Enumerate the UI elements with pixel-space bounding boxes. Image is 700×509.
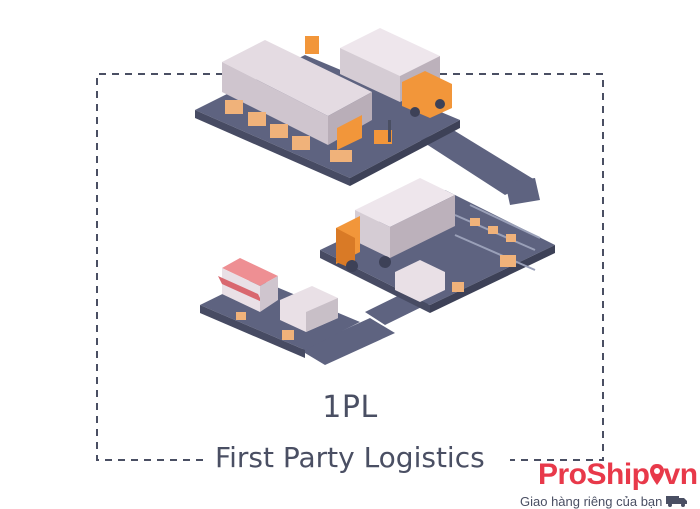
pallet-boxes — [225, 100, 352, 162]
truck-icon — [340, 28, 452, 118]
truck-icon — [336, 178, 455, 272]
forklift-icon — [305, 36, 392, 144]
brand-name: ProShip vn — [538, 458, 698, 492]
brand-name-main: ProShip — [538, 458, 650, 491]
shop-scene — [200, 258, 360, 358]
van-icon — [395, 260, 445, 302]
distribution-scene — [320, 178, 555, 313]
shop-boxes — [236, 312, 294, 340]
dashed-frame — [96, 73, 604, 461]
abbreviation-title: 1PL — [322, 390, 378, 425]
location-pin-icon — [649, 458, 664, 491]
warehouse-scene — [195, 28, 460, 186]
delivery-truck-icon — [666, 494, 688, 509]
shelf-boxes — [452, 218, 516, 292]
full-title: First Party Logistics — [205, 441, 495, 474]
shop-icon — [218, 258, 278, 312]
van-icon — [280, 286, 338, 332]
brand-tagline: Giao hàng riêng của bạn — [520, 494, 688, 509]
brand-name-suffix: vn — [663, 458, 699, 491]
warehouse-icon — [222, 40, 372, 150]
brand-logo: ProShip vn Giao hàng riêng của bạn — [508, 458, 700, 509]
